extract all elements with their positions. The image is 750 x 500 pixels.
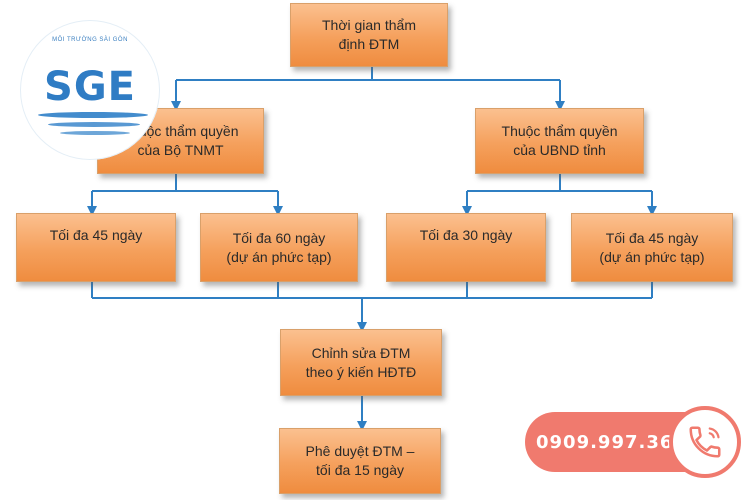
- node-leaf-2: Tối đa 60 ngày (dự án phức tạp): [200, 213, 358, 282]
- node-root-line-2: định ĐTM: [338, 36, 400, 52]
- node-revise-line-1: Chỉnh sửa ĐTM: [311, 344, 411, 361]
- logo-ring-text: MÔI TRƯỜNG SÀI GÒN: [52, 37, 128, 43]
- node-branch-right-line-1: Thuộc thẩm quyền: [501, 123, 618, 139]
- node-leaf-4: Tối đa 45 ngày (dự án phức tạp): [571, 213, 733, 282]
- logo-wave: [48, 122, 140, 127]
- node-leaf-2-line-2: (dự án phức tạp): [226, 248, 332, 265]
- logo-brand-text: SGE: [44, 64, 136, 110]
- node-leaf-3: Tối đa 30 ngày: [386, 213, 546, 282]
- node-root-line-1: Thời gian thẩm: [321, 17, 416, 33]
- node-revise: Chỉnh sửa ĐTM theo ý kiến HĐTĐ: [280, 329, 442, 396]
- node-approve-line-1: Phê duyệt ĐTM –: [305, 443, 415, 459]
- node-root: Thời gian thẩm định ĐTM: [290, 3, 448, 67]
- sge-logo: MÔI TRƯỜNG SÀI GÒN SGE: [20, 20, 160, 160]
- node-leaf-3-line-1: Tối đa 30 ngày: [419, 227, 513, 243]
- node-leaf-4-line-2: (dự án phức tạp): [599, 248, 705, 265]
- phone-icon[interactable]: [669, 406, 741, 478]
- logo-wave: [60, 131, 130, 135]
- node-approve-line-2: tối đa 15 ngày: [316, 462, 404, 478]
- node-approve: Phê duyệt ĐTM – tối đa 15 ngày: [279, 428, 441, 494]
- node-leaf-1: Tối đa 45 ngày: [16, 213, 176, 282]
- phone-icon-glyph: [689, 426, 721, 458]
- hotline-number[interactable]: 0909.997.365: [536, 431, 687, 453]
- node-branch-left-line-2: của Bộ TNMT: [137, 142, 224, 158]
- node-branch-right-line-2: của UBND tỉnh: [513, 142, 606, 158]
- node-revise-line-2: theo ý kiến HĐTĐ: [305, 363, 417, 380]
- hotline-badge[interactable]: 0909.997.365: [525, 406, 741, 478]
- node-leaf-1-line-1: Tối đa 45 ngày: [49, 227, 143, 243]
- node-branch-right: Thuộc thẩm quyền của UBND tỉnh: [475, 108, 644, 174]
- node-leaf-4-line-1: Tối đa 45 ngày: [605, 229, 699, 246]
- node-leaf-2-line-1: Tối đa 60 ngày: [232, 229, 326, 246]
- logo-wave: [38, 112, 148, 118]
- node-branch-left: Thuộc thẩm quyền của Bộ TNMT: [97, 108, 264, 174]
- node-branch-left-line-1: Thuộc thẩm quyền: [122, 123, 239, 139]
